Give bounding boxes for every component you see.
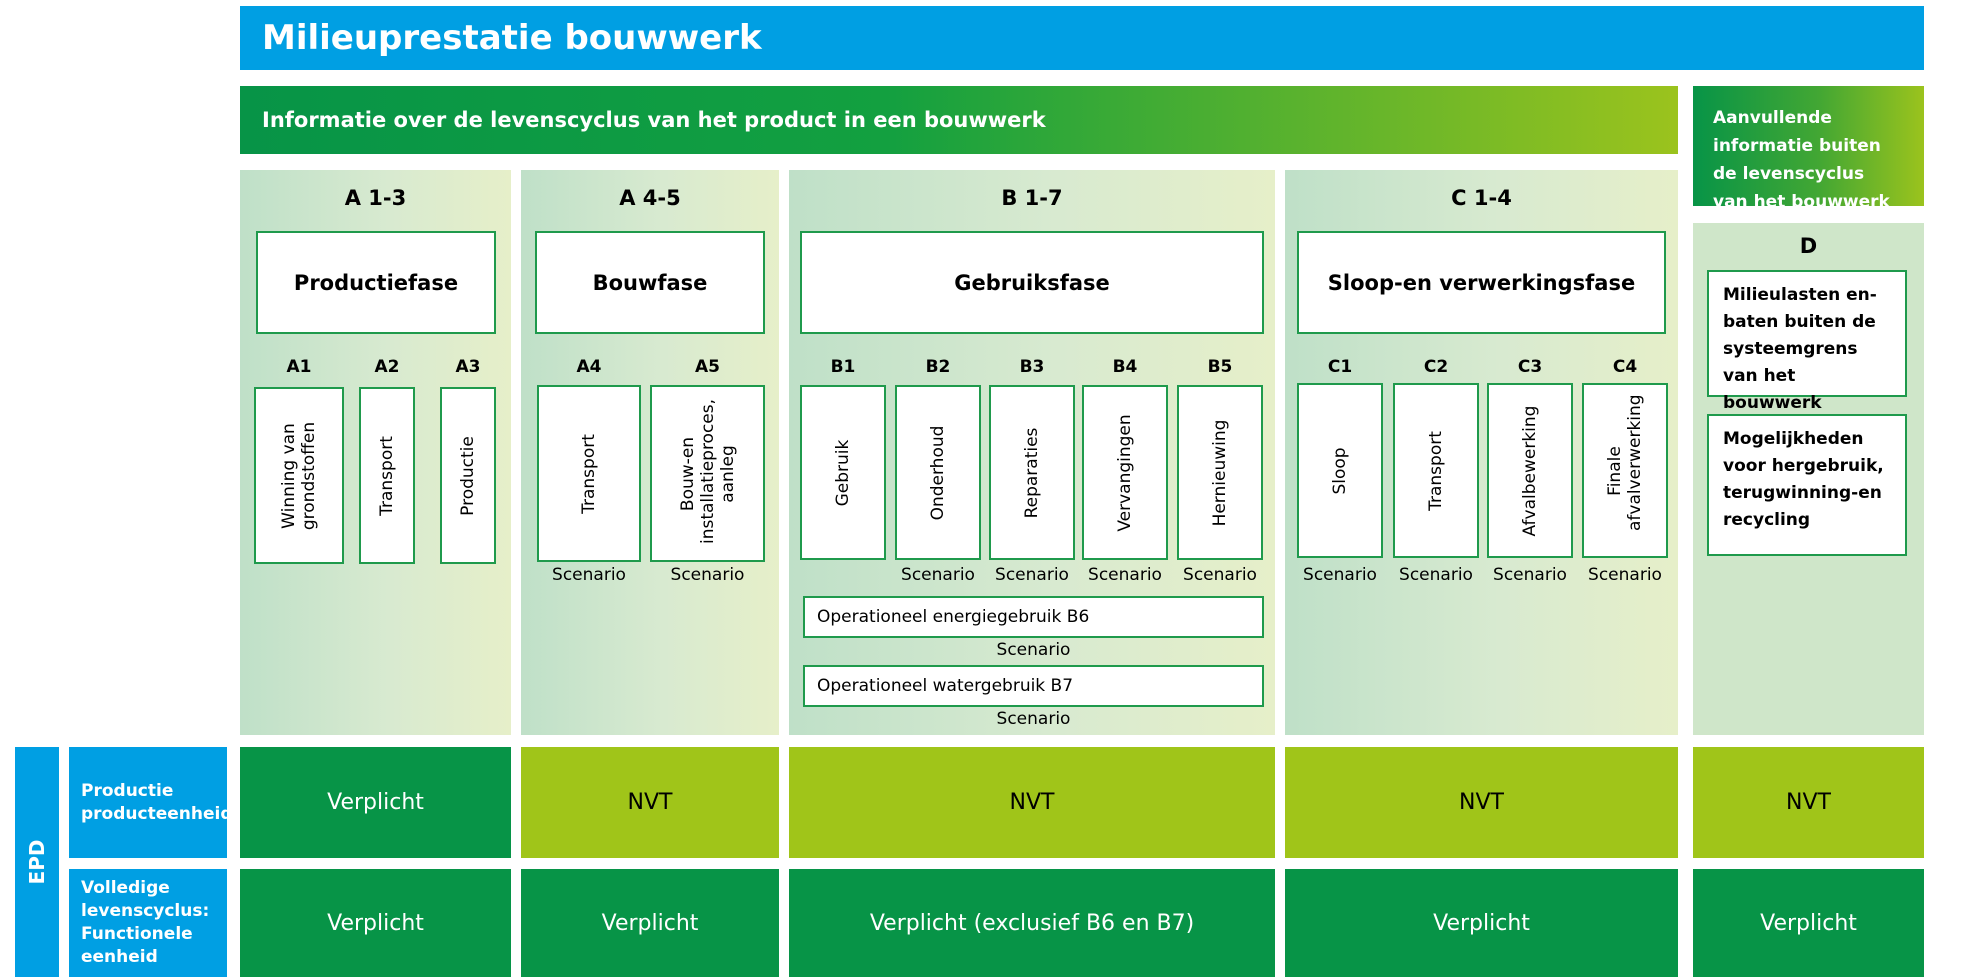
- module-label: Sloop: [1330, 446, 1350, 495]
- module-label: Winning van grondstoffen: [279, 421, 319, 530]
- module-code: B4: [1112, 357, 1138, 377]
- phase-code: D: [1799, 234, 1818, 258]
- scenario-label: Scenario: [1183, 565, 1257, 585]
- module-box-c4: Finale afvalverwerking: [1582, 383, 1668, 558]
- epd-cell: Verplicht: [1693, 869, 1924, 977]
- module-label: Vervangingen: [1115, 413, 1135, 532]
- epd-cell: Verplicht: [1285, 869, 1678, 977]
- row-label-full-lifecycle: Volledige levenscyclus: Functionele eenh…: [69, 869, 227, 977]
- scenario-label: Scenario: [995, 565, 1069, 585]
- module-label: Finale afvalverwerking: [1605, 393, 1645, 531]
- phase-code: C 1-4: [1451, 186, 1512, 210]
- epd-cell: NVT: [789, 747, 1275, 858]
- epd-cell: Verplicht: [240, 747, 511, 858]
- phase-code: A 4-5: [619, 186, 681, 210]
- scenario-label: Scenario: [1588, 565, 1662, 585]
- epd-cell: NVT: [1693, 747, 1924, 858]
- module-box-a5: Bouw-en installatieproces, aanleg: [650, 385, 765, 562]
- module-box-a2: Transport: [359, 387, 415, 564]
- module-code: A1: [286, 357, 312, 377]
- operational-energy-box: Operationeel energiegebruik B6: [803, 596, 1264, 638]
- module-box-a1: Winning van grondstoffen: [254, 387, 344, 564]
- module-box-a3: Productie: [440, 387, 496, 564]
- epd-cell: NVT: [1285, 747, 1678, 858]
- scenario-label: Scenario: [996, 709, 1071, 729]
- epd-cell: Verplicht: [521, 869, 779, 977]
- page-title: Milieuprestatie bouwwerk: [240, 6, 1924, 70]
- module-code: B3: [1019, 357, 1045, 377]
- module-label: Onderhoud: [928, 425, 948, 520]
- module-box-b1: Gebruik: [800, 385, 886, 560]
- extra-info-header: Aanvullende informatie buiten de levensc…: [1693, 86, 1924, 212]
- module-box-c1: Sloop: [1297, 383, 1383, 558]
- module-label: Reparaties: [1022, 427, 1042, 518]
- module-label: Productie: [458, 435, 478, 516]
- phase-d-box-burdens: Milieulasten en-baten buiten de systeemg…: [1707, 270, 1907, 413]
- module-label: Gebruik: [833, 439, 853, 506]
- module-code: B5: [1207, 357, 1233, 377]
- scenario-label: Scenario: [1493, 565, 1567, 585]
- phase-name-box: Bouwfase: [535, 231, 765, 334]
- scenario-label: Scenario: [901, 565, 975, 585]
- phase-name-box: Gebruiksfase: [800, 231, 1264, 334]
- module-code: B1: [830, 357, 856, 377]
- module-box-c2: Transport: [1393, 383, 1479, 558]
- module-label: Bouw-en installatieproces, aanleg: [677, 398, 738, 544]
- module-label: Transport: [377, 435, 397, 516]
- phase-name-box: Sloop-en verwerkingsfase: [1297, 231, 1666, 334]
- epd-label: EPD: [15, 747, 59, 977]
- module-label: Afvalbewerking: [1520, 405, 1540, 536]
- module-box-b3: Reparaties: [989, 385, 1075, 560]
- module-code: A4: [576, 357, 602, 377]
- module-code: B2: [925, 357, 951, 377]
- epd-cell: Verplicht (exclusief B6 en B7): [789, 869, 1275, 977]
- scenario-label: Scenario: [552, 565, 626, 585]
- scenario-label: Scenario: [1399, 565, 1473, 585]
- module-code: C1: [1327, 357, 1353, 377]
- lifecycle-header: Informatie over de levenscyclus van het …: [240, 86, 1678, 154]
- module-code: A5: [695, 357, 720, 377]
- epd-cell: NVT: [521, 747, 779, 858]
- module-label: Transport: [579, 433, 599, 514]
- phase-code: B 1-7: [1001, 186, 1063, 210]
- phase-d-box-reuse: Mogelijkheden voor hergebruik, terugwinn…: [1707, 414, 1907, 556]
- scenario-label: Scenario: [670, 565, 745, 585]
- module-label: Hernieuwing: [1210, 419, 1230, 526]
- operational-water-box: Operationeel watergebruik B7: [803, 665, 1264, 707]
- module-code: A2: [374, 357, 400, 377]
- epd-cell: Verplicht: [240, 869, 511, 977]
- phase-name-box: Productiefase: [256, 231, 496, 334]
- module-code: C3: [1517, 357, 1543, 377]
- module-box-b5: Hernieuwing: [1177, 385, 1263, 560]
- module-box-b4: Vervangingen: [1082, 385, 1168, 560]
- phase-code: A 1-3: [344, 186, 407, 210]
- module-code: C2: [1423, 357, 1449, 377]
- module-box-c3: Afvalbewerking: [1487, 383, 1573, 558]
- scenario-label: Scenario: [996, 640, 1071, 660]
- module-code: C4: [1612, 357, 1638, 377]
- scenario-label: Scenario: [1088, 565, 1162, 585]
- scenario-label: Scenario: [1303, 565, 1377, 585]
- module-box-a4: Transport: [537, 385, 641, 562]
- module-box-b2: Onderhoud: [895, 385, 981, 560]
- row-label-product-unit: Productie producteenheid: [69, 747, 233, 858]
- module-label: Transport: [1426, 430, 1446, 511]
- epd-text: EPD: [25, 839, 49, 885]
- module-code: A3: [455, 357, 481, 377]
